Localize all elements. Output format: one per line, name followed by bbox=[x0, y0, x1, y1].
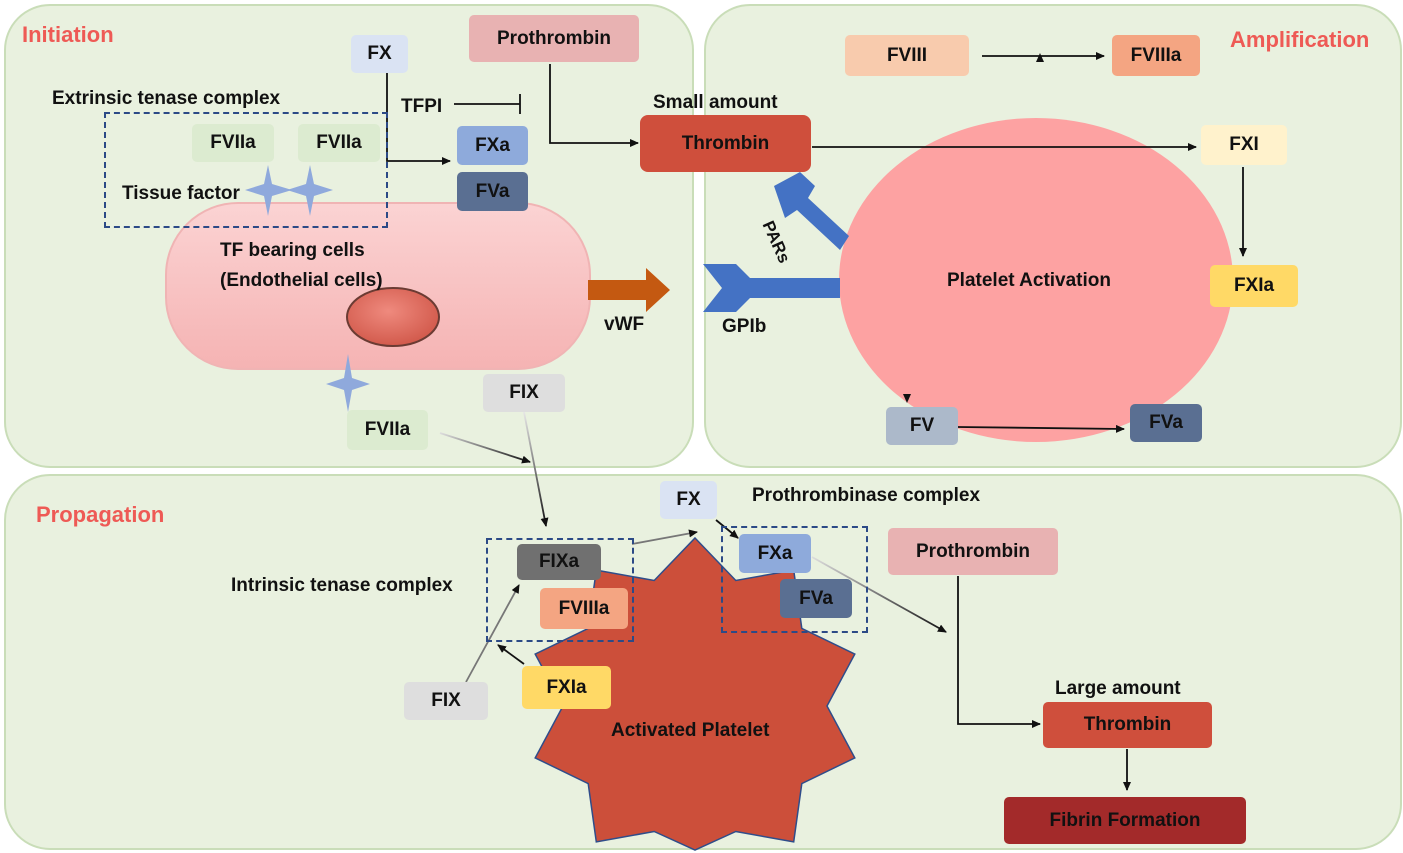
fviia-box: FVIIa bbox=[347, 410, 428, 450]
fix-box: FIX bbox=[404, 682, 488, 720]
prothrombinase-complex-border bbox=[721, 526, 868, 633]
arrow-tenase-to-fxa bbox=[631, 529, 698, 545]
fxia-box: FXIa bbox=[1210, 265, 1298, 307]
fixa-box: FIXa bbox=[517, 544, 601, 580]
fxi-box: FXI bbox=[1201, 125, 1287, 165]
platelet-cell bbox=[839, 118, 1233, 442]
tissue-factor-label: Tissue factor bbox=[122, 183, 240, 204]
cell-nucleus bbox=[346, 287, 440, 347]
prothrombin-box: Prothrombin bbox=[888, 528, 1058, 575]
tf-cells-label: TF bearing cells bbox=[220, 240, 365, 261]
fviiia-box: FVIIIa bbox=[540, 588, 628, 629]
fx-box: FX bbox=[351, 35, 408, 73]
fva-box: FVa bbox=[457, 172, 528, 211]
tissue-factor-star-icon bbox=[287, 165, 333, 216]
arrow-fix-to-fixa bbox=[523, 411, 549, 527]
fx-box: FX bbox=[660, 481, 717, 519]
platelet-activation-label: Platelet Activation bbox=[947, 270, 1112, 291]
fva-box: FVa bbox=[780, 579, 852, 618]
intrinsic-tenase-label: Intrinsic tenase complex bbox=[231, 575, 453, 596]
vwf-label: vWF bbox=[604, 314, 645, 335]
fviiia-box: FVIIIa bbox=[1112, 35, 1200, 76]
arrow-fv-to-fva bbox=[957, 424, 1125, 433]
fviia-box: FVIIa bbox=[192, 124, 274, 162]
initiation-title: Initiation bbox=[22, 22, 114, 47]
fxa-box: FXa bbox=[457, 126, 528, 165]
activated-platelet-label: Activated Platelet bbox=[611, 720, 770, 741]
vwf-arrow bbox=[588, 268, 670, 312]
arrow-prothrombinase-out bbox=[811, 556, 947, 633]
fv-box: FV bbox=[886, 407, 958, 445]
gpib-label: GPIb bbox=[722, 316, 767, 337]
arrow-fx-to-fxa-prop bbox=[715, 519, 739, 539]
tfpi-inhibitor-line bbox=[454, 94, 521, 114]
fviia-box: FVIIa bbox=[298, 124, 380, 162]
arrow-prothrombin-to-thrombin-prop bbox=[957, 576, 1041, 728]
fix-box: FIX bbox=[483, 374, 565, 412]
extrinsic-tenase-complex-border bbox=[104, 112, 388, 228]
tf-cells-sublabel: (Endothelial cells) bbox=[220, 270, 383, 291]
thrombin-box: Thrombin bbox=[640, 115, 811, 172]
arrow-prothrombin-to-thrombin bbox=[549, 64, 639, 147]
fxa-box: FXa bbox=[739, 534, 811, 573]
prothrombin-box: Prothrombin bbox=[469, 15, 639, 62]
large-amount-label: Large amount bbox=[1055, 678, 1181, 699]
fibrin-formation-box: Fibrin Formation bbox=[1004, 797, 1246, 844]
arrow-fviia-to-fixa bbox=[439, 432, 531, 464]
tfpi-label: TFPI bbox=[401, 96, 443, 117]
arrow-fix-to-fixa-prop bbox=[465, 584, 520, 683]
prothrombinase-label: Prothrombinase complex bbox=[752, 485, 981, 506]
arrow-fxia-to-tenase bbox=[497, 644, 525, 665]
amplification-title: Amplification bbox=[1230, 27, 1370, 52]
intrinsic-tenase-complex-border bbox=[486, 538, 634, 642]
fxia-box: FXIa bbox=[522, 666, 611, 709]
tissue-factor-star-icon bbox=[326, 354, 370, 412]
fviii-box: FVIII bbox=[845, 35, 969, 76]
fva-box: FVa bbox=[1130, 404, 1202, 442]
pars-receptor bbox=[774, 172, 849, 250]
small-amount-label: Small amount bbox=[653, 92, 778, 113]
tissue-factor-star-icon bbox=[245, 165, 292, 216]
thrombin-box: Thrombin bbox=[1043, 702, 1212, 748]
propagation-title: Propagation bbox=[36, 502, 165, 527]
gpib-receptor bbox=[703, 264, 840, 312]
extrinsic-tenase-label: Extrinsic tenase complex bbox=[52, 88, 281, 109]
